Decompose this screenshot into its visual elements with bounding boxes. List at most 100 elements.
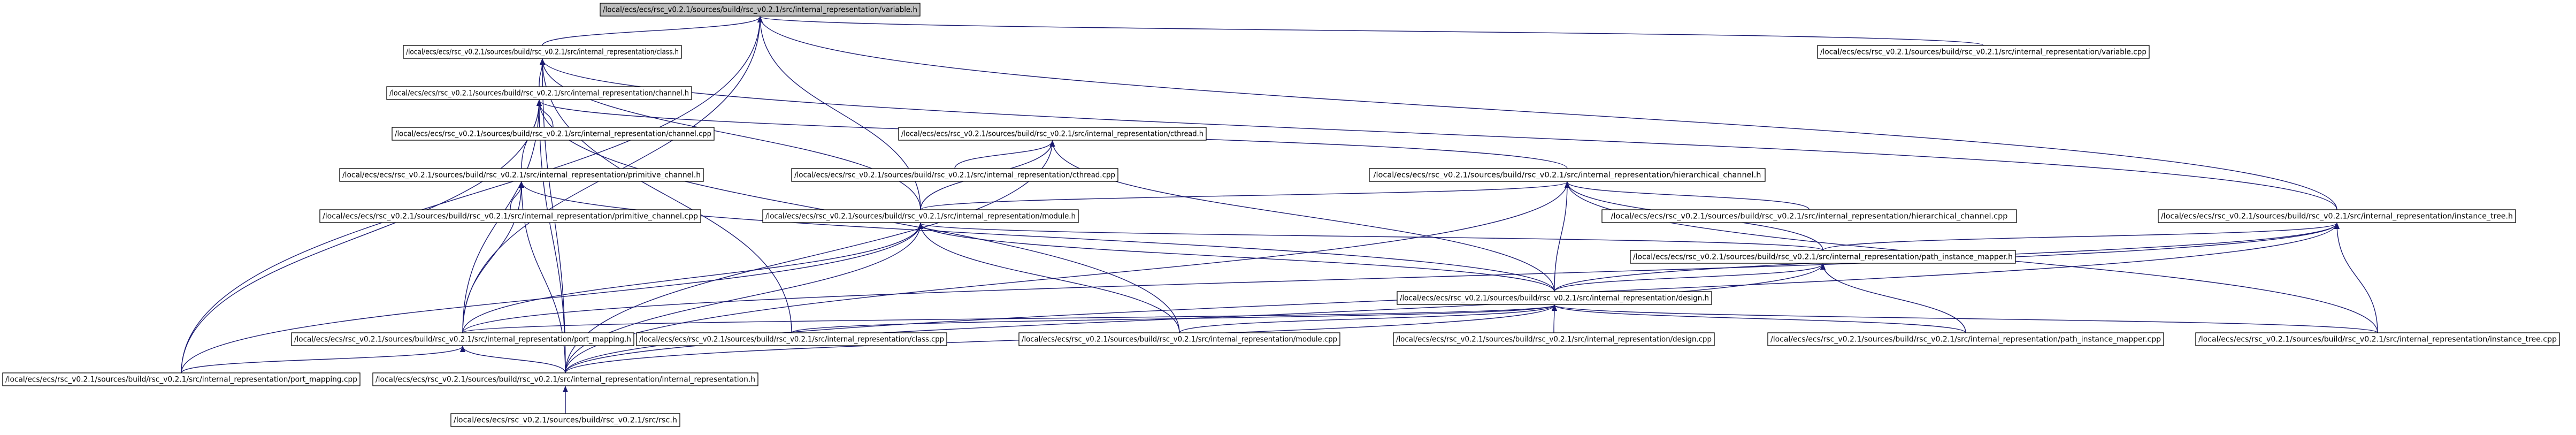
node-variable-cpp[interactable]: /local/ecs/ecs/rsc_v0.2.1/sources/build/… [1817, 45, 2150, 59]
edge-ir-h-to-cthread-h [565, 140, 1055, 373]
node-box [403, 45, 682, 59]
edge-design-h-to-pim-h [1554, 263, 1826, 292]
edge-portmap-h-to-module-h [462, 223, 923, 333]
node-box [386, 86, 692, 100]
node-hier-h[interactable]: /local/ecs/ecs/rsc_v0.2.1/sources/build/… [1369, 168, 1766, 182]
node-label: /local/ecs/ecs/rsc_v0.2.1/sources/build/… [454, 416, 677, 425]
edge-ir-h-to-module-h [565, 223, 923, 373]
node-box [392, 127, 715, 141]
node-box [898, 127, 1207, 141]
edge-itree-h-to-class-h [540, 58, 2337, 210]
edge-ir-h-to-channel-h [536, 100, 566, 373]
node-design-h[interactable]: /local/ecs/ecs/rsc_v0.2.1/sources/build/… [1397, 291, 1712, 305]
node-cthread-h[interactable]: /local/ecs/ecs/rsc_v0.2.1/sources/build/… [898, 127, 1207, 141]
edge-portmap-cpp-to-channel-h [181, 100, 542, 373]
node-box [636, 332, 947, 346]
node-itree-h[interactable]: /local/ecs/ecs/rsc_v0.2.1/sources/build/… [2158, 209, 2516, 223]
node-prim-cpp[interactable]: /local/ecs/ecs/rsc_v0.2.1/sources/build/… [319, 209, 701, 223]
node-channel-cpp[interactable]: /local/ecs/ecs/rsc_v0.2.1/sources/build/… [392, 127, 715, 141]
node-label: /local/ecs/ecs/rsc_v0.2.1/sources/build/… [794, 171, 1115, 180]
node-box [339, 168, 704, 182]
edge-portmap-cpp-to-module-h [181, 223, 923, 373]
node-itree-cpp[interactable]: /local/ecs/ecs/rsc_v0.2.1/sources/build/… [2195, 332, 2560, 346]
node-label: /local/ecs/ecs/rsc_v0.2.1/sources/build/… [1633, 253, 2013, 262]
node-box [762, 209, 1079, 223]
node-label: /local/ecs/ecs/rsc_v0.2.1/sources/build/… [639, 335, 944, 344]
edge-class-cpp-to-design-h [791, 304, 1557, 333]
edge-cthread-cpp-to-cthread-h [954, 140, 1055, 169]
edge-prim-cpp-to-prim-h [510, 181, 524, 210]
edge-design-h-to-cthread-h [1049, 140, 1555, 292]
edge-itree-cpp-to-design-h [1552, 304, 2378, 333]
node-box [791, 168, 1118, 182]
node-box [1369, 168, 1766, 182]
edge-portmap-h-to-design-h [462, 304, 1557, 333]
node-box [1817, 45, 2150, 59]
node-hier-cpp[interactable]: /local/ecs/ecs/rsc_v0.2.1/sources/build/… [1601, 209, 2017, 223]
node-portmap-h[interactable]: /local/ecs/ecs/rsc_v0.2.1/sources/build/… [291, 332, 634, 346]
edge-module-cpp-to-module-h [918, 223, 1180, 333]
edge-ir-h-to-portmap-h [460, 346, 566, 373]
node-label: /local/ecs/ecs/rsc_v0.2.1/sources/build/… [765, 212, 1076, 221]
node-pim-h[interactable]: /local/ecs/ecs/rsc_v0.2.1/sources/build/… [1630, 250, 2016, 264]
edge-class-cpp-to-class-h [540, 58, 792, 333]
edge-itree-cpp-to-itree-h [2334, 223, 2378, 333]
node-box [450, 413, 680, 427]
edge-pim-h-to-module-h [918, 223, 1823, 251]
node-label: /local/ecs/ecs/rsc_v0.2.1/sources/build/… [1400, 294, 1709, 303]
node-box [1601, 209, 2017, 223]
node-module-cpp[interactable]: /local/ecs/ecs/rsc_v0.2.1/sources/build/… [1018, 332, 1340, 346]
node-pim-cpp[interactable]: /local/ecs/ecs/rsc_v0.2.1/sources/build/… [1767, 332, 2164, 346]
node-box [1397, 291, 1712, 305]
edge-portmap-h-to-prim-h [462, 181, 524, 333]
node-box [1630, 250, 2016, 264]
node-portmap-cpp[interactable]: /local/ecs/ecs/rsc_v0.2.1/sources/build/… [2, 372, 361, 386]
edge-pim-cpp-to-pim-h [1820, 263, 1966, 333]
node-label: /local/ecs/ecs/rsc_v0.2.1/sources/build/… [395, 130, 711, 139]
node-label: /local/ecs/ecs/rsc_v0.2.1/sources/build/… [1022, 335, 1337, 344]
node-label: /local/ecs/ecs/rsc_v0.2.1/sources/build/… [1374, 171, 1761, 180]
node-channel-h[interactable]: /local/ecs/ecs/rsc_v0.2.1/sources/build/… [386, 86, 692, 100]
node-label: /local/ecs/ecs/rsc_v0.2.1/sources/build/… [901, 130, 1203, 139]
edge-portmap-cpp-to-portmap-h [181, 346, 465, 373]
edge-class-h-to-variable-h [542, 16, 763, 46]
edge-module-h-to-hier-h [920, 181, 1570, 210]
edge-hier-cpp-to-hier-h [1565, 181, 1810, 210]
node-prim-h[interactable]: /local/ecs/ecs/rsc_v0.2.1/sources/build/… [339, 168, 704, 182]
node-cthread-cpp[interactable]: /local/ecs/ecs/rsc_v0.2.1/sources/build/… [791, 168, 1118, 182]
node-box [2158, 209, 2516, 223]
node-label: /local/ecs/ecs/rsc_v0.2.1/sources/build/… [2198, 335, 2557, 344]
node-class-cpp[interactable]: /local/ecs/ecs/rsc_v0.2.1/sources/build/… [636, 332, 947, 346]
node-ir-h[interactable]: /local/ecs/ecs/rsc_v0.2.1/sources/build/… [372, 372, 758, 386]
edge-variable-cpp-to-variable-h [757, 16, 1984, 46]
node-label: /local/ecs/ecs/rsc_v0.2.1/sources/build/… [2161, 212, 2513, 221]
edge-design-h-to-module-h [918, 223, 1555, 292]
nodes-layer: /local/ecs/ecs/rsc_v0.2.1/sources/build/… [2, 3, 2560, 427]
node-variable-h[interactable]: /local/ecs/ecs/rsc_v0.2.1/sources/build/… [600, 3, 921, 17]
node-label: /local/ecs/ecs/rsc_v0.2.1/sources/build/… [1770, 335, 2161, 344]
node-class-h[interactable]: /local/ecs/ecs/rsc_v0.2.1/sources/build/… [403, 45, 682, 59]
edge-portmap-cpp-to-variable-h [181, 16, 763, 373]
node-design-cpp[interactable]: /local/ecs/ecs/rsc_v0.2.1/sources/build/… [1393, 332, 1715, 346]
node-box [291, 332, 634, 346]
node-label: /local/ecs/ecs/rsc_v0.2.1/sources/build/… [389, 89, 689, 98]
node-rsc-h[interactable]: /local/ecs/ecs/rsc_v0.2.1/sources/build/… [450, 413, 680, 427]
node-label: /local/ecs/ecs/rsc_v0.2.1/sources/build/… [5, 376, 357, 384]
node-label: /local/ecs/ecs/rsc_v0.2.1/sources/build/… [1820, 48, 2146, 57]
edge-itree-h-to-variable-h [757, 16, 2337, 210]
node-box [2, 372, 361, 386]
node-label: /local/ecs/ecs/rsc_v0.2.1/sources/build/… [1611, 212, 2007, 221]
node-box [319, 209, 701, 223]
node-label: /local/ecs/ecs/rsc_v0.2.1/sources/build/… [342, 171, 701, 180]
node-box [372, 372, 758, 386]
node-label: /local/ecs/ecs/rsc_v0.2.1/sources/build/… [603, 6, 917, 14]
node-box [1767, 332, 2164, 346]
node-label: /local/ecs/ecs/rsc_v0.2.1/sources/build/… [375, 376, 755, 384]
node-box [2195, 332, 2560, 346]
edge-portmap-h-to-itree-h [462, 223, 2340, 333]
node-box [1393, 332, 1715, 346]
edge-channel-h-to-class-h [539, 58, 545, 87]
node-label: /local/ecs/ecs/rsc_v0.2.1/sources/build/… [294, 335, 631, 344]
node-module-h[interactable]: /local/ecs/ecs/rsc_v0.2.1/sources/build/… [762, 209, 1079, 223]
